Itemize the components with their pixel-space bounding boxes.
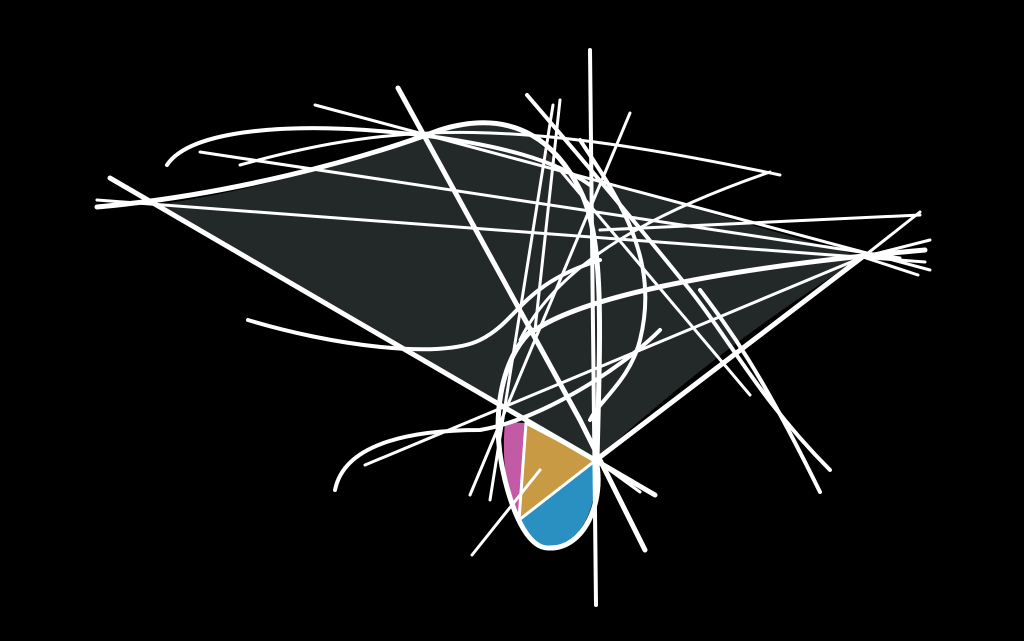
cross-line-3: [488, 103, 555, 502]
right-inner-line: [558, 168, 752, 397]
region-divider-3: [517, 458, 598, 522]
blue-region: [519, 460, 597, 548]
thick-lines: [94, 85, 928, 553]
burst-ray-2: [861, 238, 932, 259]
region-divider-1: [517, 421, 528, 522]
diagonal-stroke: [395, 85, 648, 553]
faint-arc: [238, 130, 782, 177]
kite-top-curve: [94, 120, 603, 463]
right-sweep: [532, 247, 928, 333]
right-tail: [698, 288, 822, 494]
bottom-left-ray: [470, 468, 542, 557]
bottom-swoop: [333, 328, 662, 492]
kite-left-edge: [107, 175, 658, 498]
bottom-right-ray: [594, 458, 642, 494]
cross-line-5: [598, 213, 922, 232]
burst-ray-1: [861, 210, 922, 259]
gold-region: [519, 423, 596, 520]
thin-lines: [95, 98, 932, 557]
long-horizontal: [95, 198, 927, 264]
long-lower-line: [363, 255, 865, 467]
cross-line-2: [533, 98, 562, 332]
cross-line-1: [468, 111, 632, 497]
burst-ray-3: [861, 255, 920, 277]
